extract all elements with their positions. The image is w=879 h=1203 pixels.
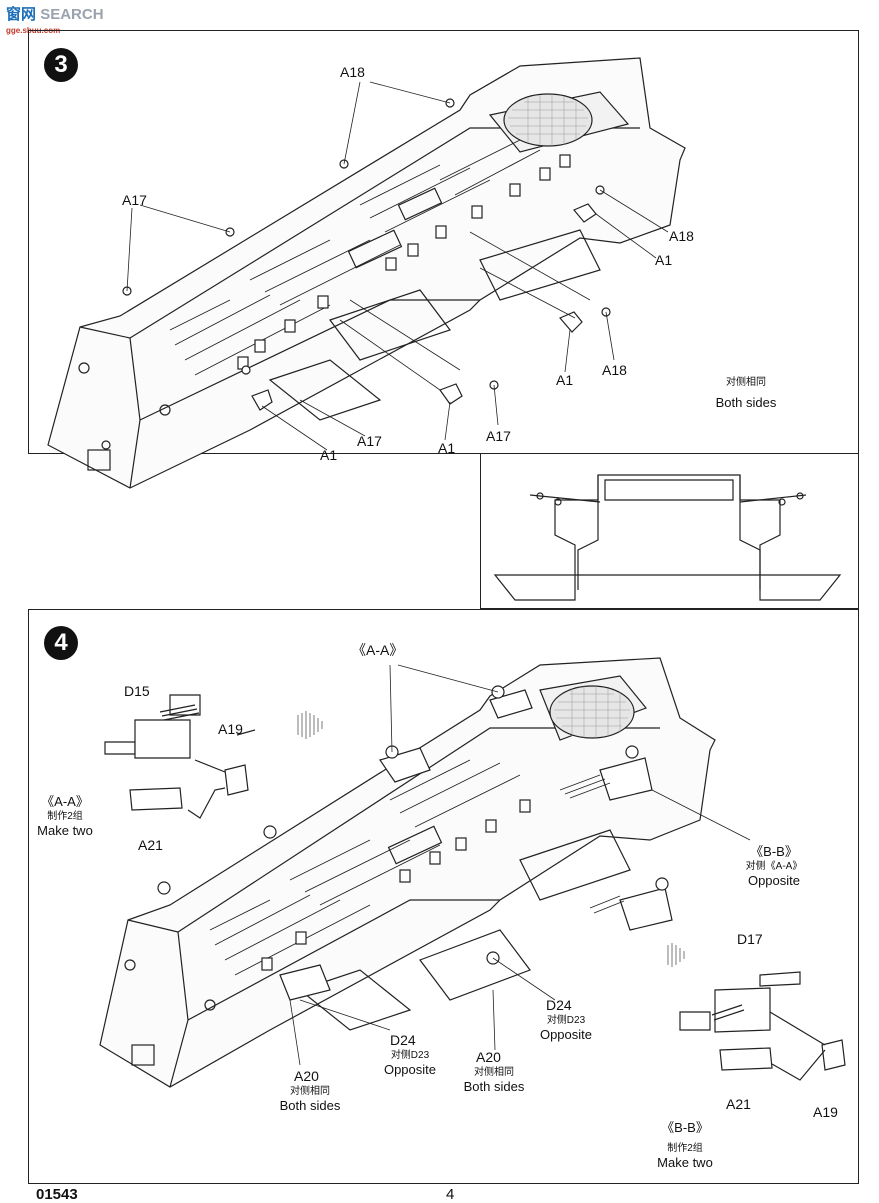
bb-note-en: Opposite — [747, 873, 801, 888]
watermark-brand-a: 窗 — [6, 6, 22, 23]
direction-hatch-marks — [297, 711, 685, 967]
d24-left-note-en: Opposite — [383, 1062, 437, 1077]
bb-bottom-title: 《B-B》 — [661, 1120, 709, 1135]
left-exploded-assembly-drawing — [104, 694, 256, 819]
d24-right-note-en: Opposite — [539, 1027, 593, 1042]
step3-both-sides-note: 对侧相同 Both sides — [705, 376, 787, 411]
step4-badge: 4 — [44, 626, 78, 660]
a20-mid-note-cn: 对侧相同 — [474, 1067, 514, 1078]
step3-note-en: Both sides — [715, 395, 777, 410]
label-a1-bottom-left: A1 — [320, 447, 338, 463]
label-a20-left: A20 — [294, 1068, 319, 1084]
bb-bottom-en: Make two — [657, 1155, 713, 1170]
d24-right-note-cn: 对侧D23 — [546, 1015, 586, 1026]
bb-make-two-note: 《B-B》 制作2组 Make two — [648, 1120, 722, 1171]
step3-inset-panel — [480, 453, 859, 609]
step3-note-cn: 对侧相同 — [726, 377, 766, 388]
label-a21-left: A21 — [138, 837, 163, 853]
aa-note-en: Make two — [37, 823, 93, 838]
label-a1-right: A1 — [655, 252, 673, 268]
d24-left-note-cn: 对侧D23 — [390, 1050, 430, 1061]
step3-panel — [28, 30, 859, 454]
watermark-logo: 窗网 SEARCH — [6, 3, 104, 24]
footer-product-code: 01543 — [36, 1186, 78, 1203]
a20-left-note: 对侧相同 Both sides — [272, 1085, 348, 1114]
a20-left-note-en: Both sides — [279, 1098, 341, 1113]
label-a17-left: A17 — [122, 192, 147, 208]
bb-note-cn: 对侧《A-A》 — [745, 861, 803, 872]
step4-hull-drawing — [99, 657, 751, 1088]
aa-make-two-note: 《A-A》 制作2组 Make two — [30, 794, 100, 839]
watermark-search: SEARCH — [40, 6, 104, 23]
step4-panel — [28, 609, 859, 1184]
label-a1-bottom: A1 — [438, 440, 456, 456]
inset-cross-section-drawing — [493, 474, 842, 601]
d24-right-note: 对侧D23 Opposite — [530, 1014, 602, 1043]
bb-bottom-cn: 制作2组 — [667, 1143, 703, 1154]
a20-mid-note: 对侧相同 Both sides — [458, 1066, 530, 1095]
footer-page-number: 4 — [446, 1186, 455, 1203]
label-a21-right: A21 — [726, 1096, 751, 1112]
label-aa-top: 《A-A》 — [352, 642, 404, 658]
a20-left-note-cn: 对侧相同 — [290, 1086, 330, 1097]
d24-left-note: 对侧D23 Opposite — [374, 1049, 446, 1078]
label-d24-right: D24 — [546, 997, 572, 1013]
step3-hull-drawing — [47, 57, 686, 489]
label-a18-mid: A18 — [602, 362, 627, 378]
a20-mid-note-en: Both sides — [463, 1079, 525, 1094]
label-d17: D17 — [737, 931, 763, 947]
label-d15: D15 — [124, 683, 150, 699]
bb-note-title: 《B-B》 — [750, 844, 798, 859]
label-a17-bottom: A17 — [357, 433, 382, 449]
label-a18-top: A18 — [340, 64, 365, 80]
right-exploded-assembly-drawing — [679, 971, 846, 1081]
bb-opposite-note: 《B-B》 对侧《A-A》 Opposite — [733, 844, 815, 889]
watermark-brand-b: 网 — [21, 6, 37, 23]
aa-note-title: 《A-A》 — [41, 794, 89, 809]
aa-note-cn: 制作2组 — [47, 811, 83, 822]
label-a19-right: A19 — [813, 1104, 838, 1120]
label-a18-right: A18 — [669, 228, 694, 244]
label-d24-left: D24 — [390, 1032, 416, 1048]
label-a20-mid: A20 — [476, 1049, 501, 1065]
label-a17-bottom-right: A17 — [486, 428, 511, 444]
label-a19-left: A19 — [218, 721, 243, 737]
label-a1-mid: A1 — [556, 372, 574, 388]
step3-badge: 3 — [44, 48, 78, 82]
